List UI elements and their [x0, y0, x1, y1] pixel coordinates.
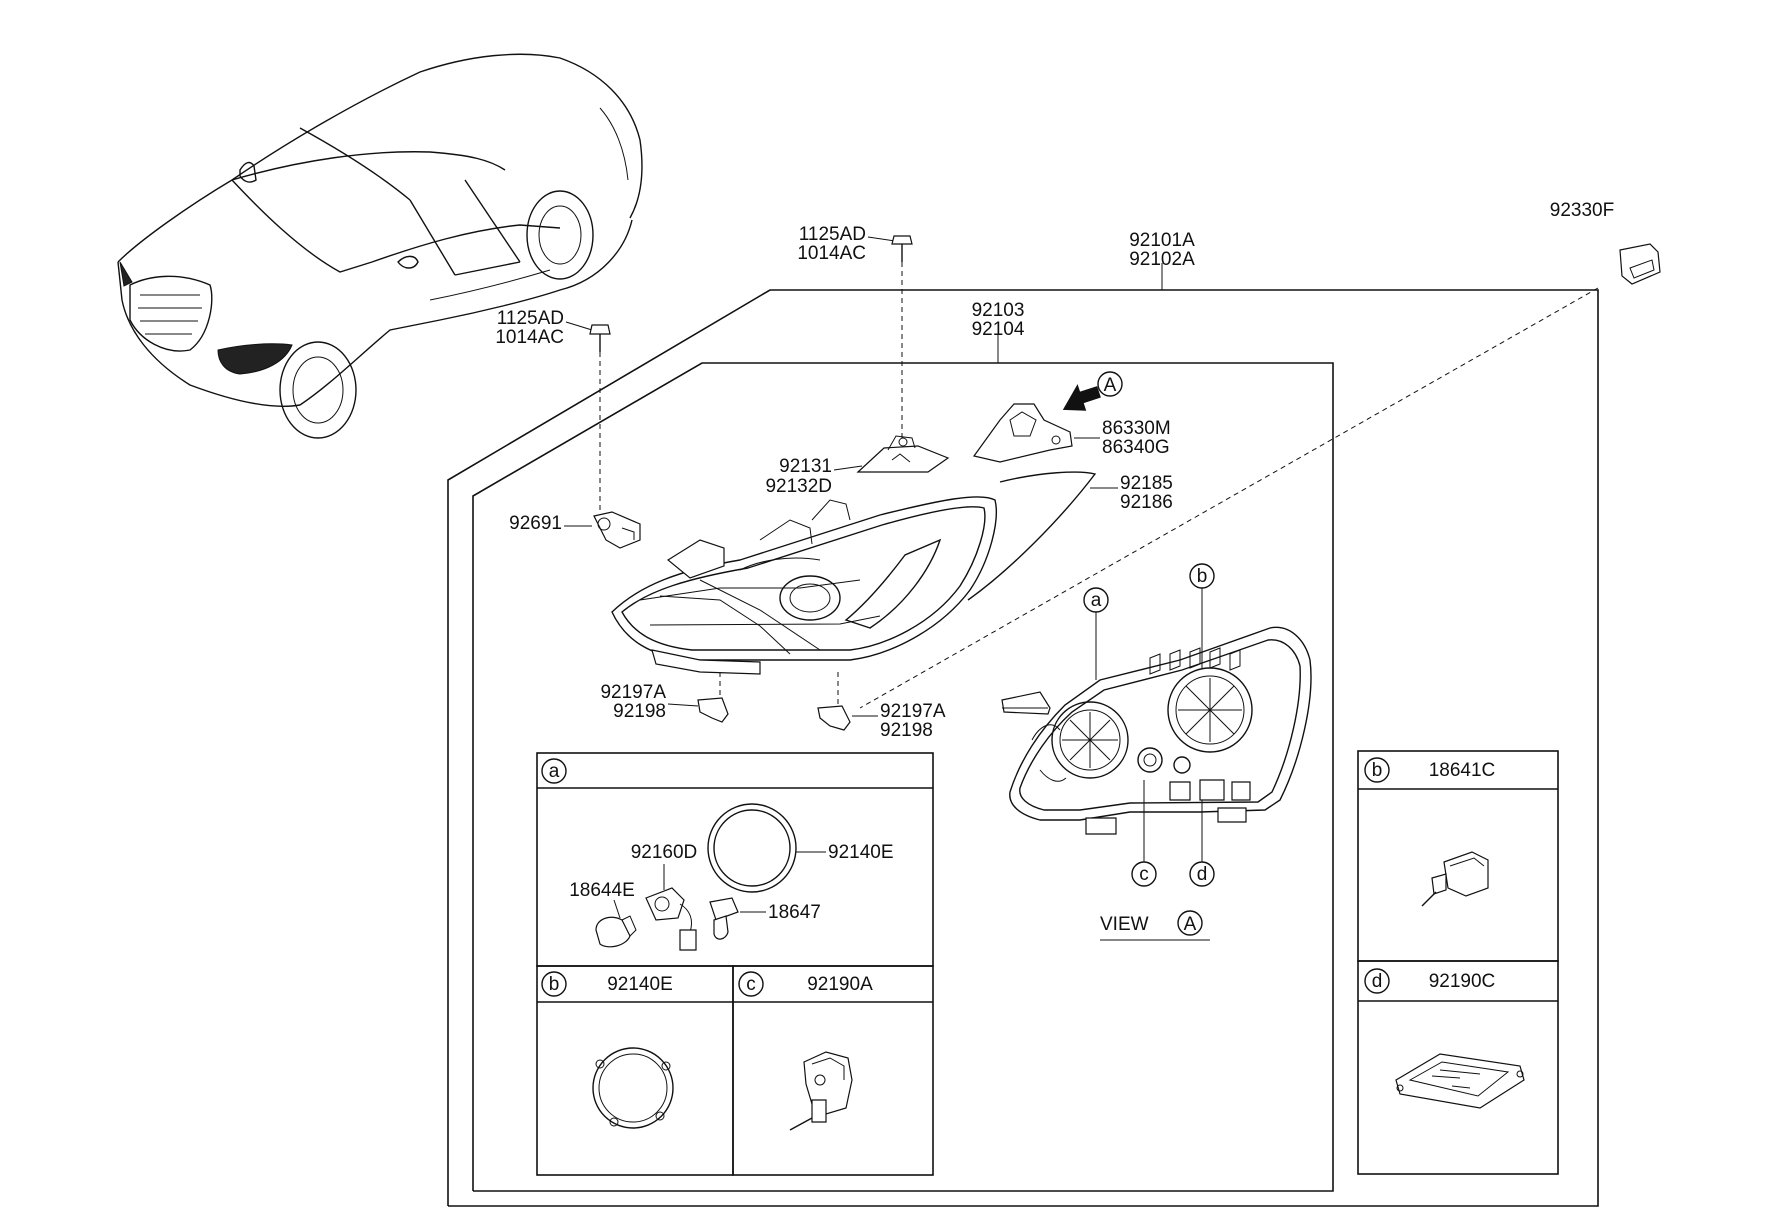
view-label-marker	[1177, 910, 1203, 936]
label-screw-top-b: 1014AC	[797, 243, 866, 264]
bracket-86330m	[972, 403, 1073, 463]
car-illustration	[117, 53, 643, 439]
socket-part	[645, 887, 697, 951]
panel-b-left-part: 92140E	[607, 974, 673, 995]
label-screw-top-a: 1125AD	[799, 224, 866, 245]
leveler-part	[593, 511, 641, 549]
callout-c-letter: c	[1139, 864, 1149, 885]
label-housing-lh: 92103	[972, 300, 1025, 321]
view-label-letter: A	[1184, 914, 1197, 935]
screw-left	[589, 324, 611, 352]
screw-top	[891, 235, 913, 262]
panel-a-socket: 92160D	[631, 842, 698, 863]
label-trim-a: 92185	[1120, 473, 1173, 494]
label-bracket-a: 92131	[779, 456, 832, 477]
panel-a-bulb-small: 18644E	[569, 880, 635, 901]
panel-b-left: b 92140E	[536, 965, 734, 1176]
bracket-92131	[856, 435, 950, 473]
view-a-marker	[1097, 371, 1123, 397]
panel-c: c 92190A	[732, 965, 934, 1176]
clip-left	[697, 697, 729, 723]
label-leveler: 92691	[509, 513, 562, 534]
view-a-arrow	[1062, 384, 1101, 411]
label-clip-left-a: 92197A	[600, 682, 666, 703]
panel-d-part: 92190C	[1429, 971, 1496, 992]
assembly-outline	[447, 289, 1599, 1207]
bulb-small-part	[595, 915, 637, 948]
callout-b-letter: b	[1197, 566, 1208, 587]
callout-d-letter: d	[1197, 864, 1208, 885]
headlamp-assembly	[611, 496, 997, 675]
clip-right	[817, 705, 851, 731]
housing-outline	[472, 362, 1334, 1192]
panel-b-left-letter: b	[549, 974, 560, 995]
panel-a-bulb-main: 18647	[768, 902, 821, 923]
trim-strip	[967, 471, 1097, 601]
label-connector: 92330F	[1550, 200, 1614, 221]
hid-bulb-part	[1421, 851, 1489, 907]
panel-d-letter: d	[1372, 971, 1383, 992]
label-housing-rh: 92104	[972, 319, 1025, 340]
callout-a-letter: a	[1091, 590, 1102, 611]
label-screw-left-b: 1014AC	[495, 327, 564, 348]
panel-a-seal-ring: 92140E	[828, 842, 894, 863]
label-bracket2-a: 86330M	[1102, 418, 1171, 439]
label-trim-b: 92186	[1120, 492, 1173, 513]
view-label: VIEW	[1100, 914, 1149, 935]
label-arrow-letter: A	[1104, 375, 1117, 396]
label-bracket2-b: 86340G	[1102, 437, 1170, 458]
ballast-part	[1395, 1053, 1525, 1109]
label-assy-lh: 92101A	[1129, 230, 1195, 251]
label-clip-right-a: 92197A	[880, 701, 946, 722]
label-screw-left-a: 1125AD	[497, 308, 564, 329]
panel-b-right: b 18641C	[1357, 750, 1559, 962]
panel-a: a 92140E 92160D 18644E 18647	[536, 752, 934, 967]
panel-d: d 92190C	[1357, 960, 1559, 1175]
panel-a-letter: a	[549, 761, 560, 782]
label-clip-left-b: 92198	[613, 701, 666, 722]
connector-part	[1619, 243, 1661, 285]
label-bracket-b: 92132D	[765, 476, 832, 497]
bulb-main-part	[709, 897, 739, 940]
label-assy-rh: 92102A	[1129, 249, 1195, 270]
panel-c-letter: c	[746, 974, 756, 995]
panel-b-right-part: 18641C	[1429, 760, 1496, 781]
actuator-part	[789, 1051, 853, 1131]
panel-c-part: 92190A	[807, 974, 873, 995]
view-a-rear-headlamp	[1001, 626, 1312, 835]
panel-b-right-letter: b	[1372, 760, 1383, 781]
label-clip-right-b: 92198	[880, 720, 933, 741]
